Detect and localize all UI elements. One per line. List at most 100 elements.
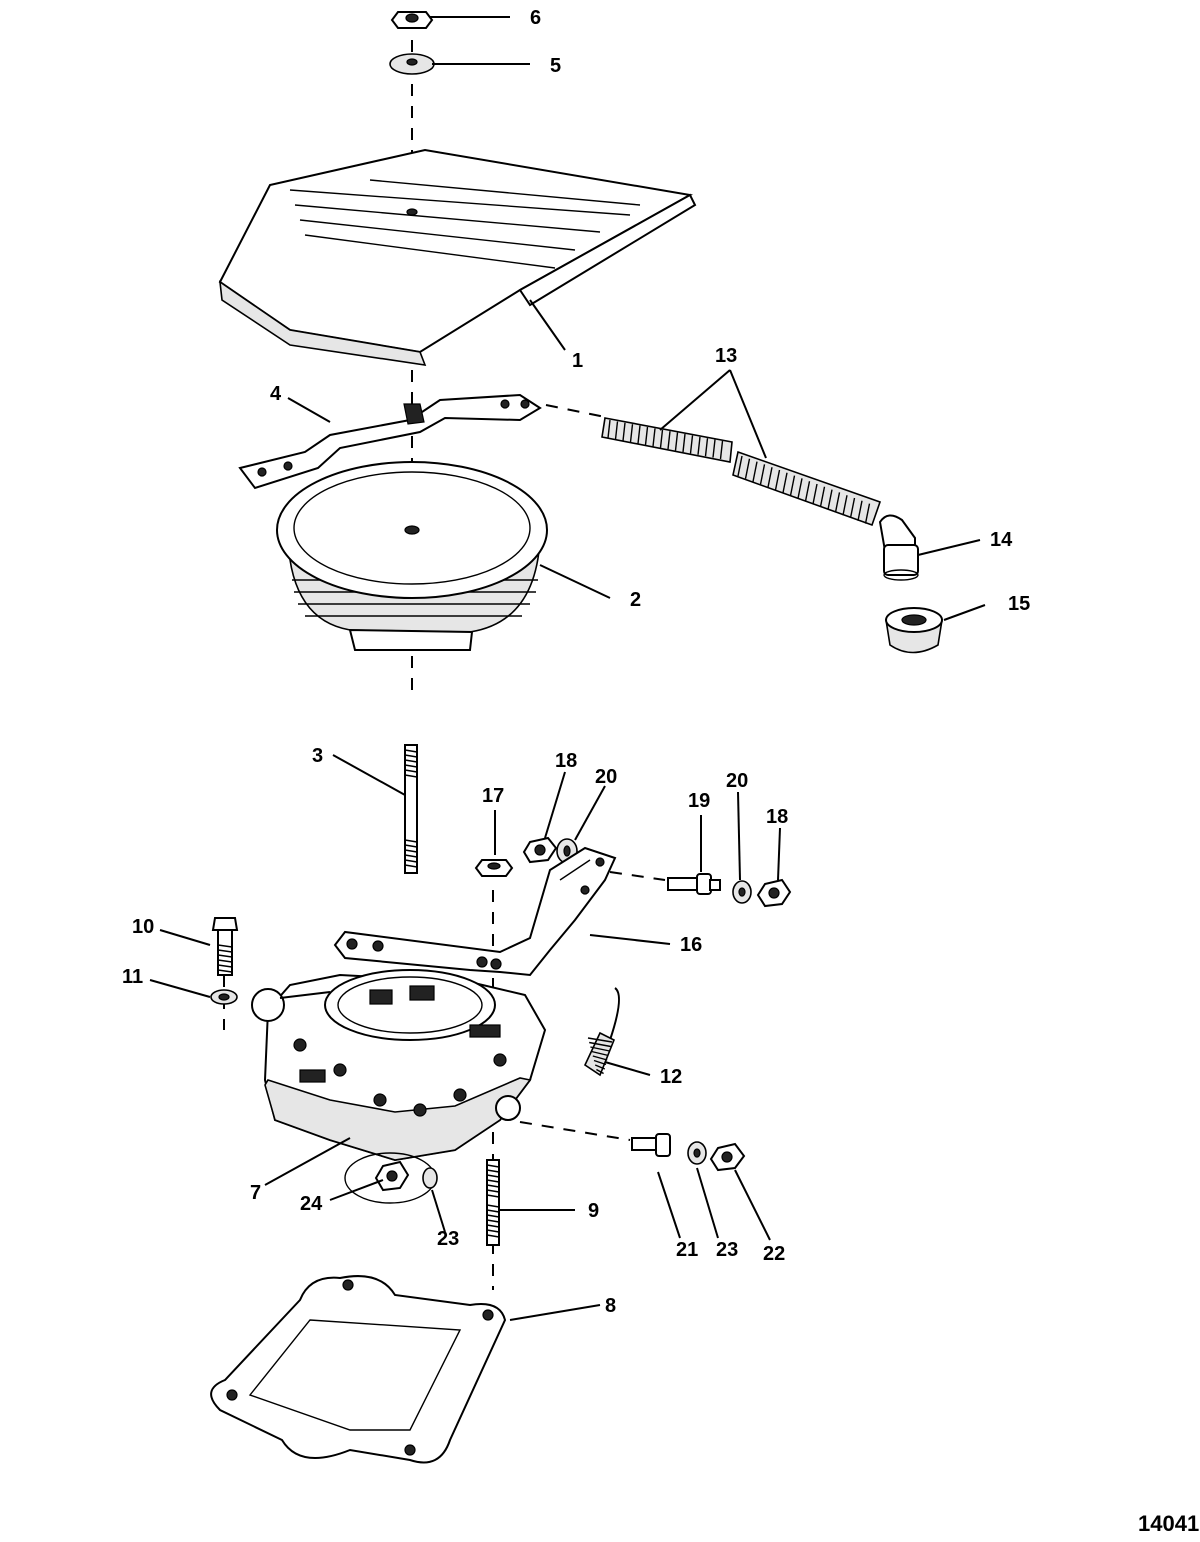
- callout-8: 8: [605, 1295, 616, 1317]
- detail-line: [712, 439, 716, 458]
- detail-line: [804, 481, 811, 502]
- flame-arrestor-part-2: [276, 461, 548, 651]
- detail-line: [614, 421, 619, 440]
- gasket-part-8: [210, 1275, 507, 1464]
- callout-19: 19: [688, 790, 710, 812]
- callout-7: 7: [250, 1182, 261, 1204]
- callout-23-left: 23: [437, 1228, 459, 1250]
- detail-line: [404, 859, 418, 863]
- callout-24: 24: [300, 1193, 323, 1215]
- flame-arrestor-cover-part-1: [218, 148, 697, 366]
- detail-line: [217, 969, 233, 973]
- detail-line: [217, 959, 233, 963]
- detail-line: [217, 964, 233, 968]
- detail-line: [767, 467, 773, 488]
- detail-line: [674, 432, 679, 451]
- hose-part-13: [601, 417, 882, 527]
- detail-line: [217, 949, 233, 953]
- detail-line: [659, 429, 664, 448]
- detail-line: [486, 1184, 500, 1188]
- hose-axis: [545, 404, 611, 419]
- detail-line: [864, 503, 871, 524]
- detail-line: [486, 1169, 500, 1173]
- nut-detail-part-24-23: [344, 1152, 438, 1204]
- detail-line: [697, 436, 701, 455]
- callout-6: 6: [530, 7, 541, 29]
- detail-line: [744, 458, 751, 479]
- stud-axis-lower: [519, 1121, 631, 1141]
- detail-line: [404, 849, 418, 853]
- detail-line: [719, 440, 724, 460]
- detail-line: [486, 1214, 500, 1218]
- nut-part-18-right: [756, 878, 792, 908]
- detail-line: [637, 425, 641, 444]
- detail-line: [607, 419, 611, 439]
- detail-line: [404, 759, 418, 763]
- callout-22: 22: [763, 1243, 785, 1265]
- detail-line: [486, 1204, 500, 1208]
- detail-line: [652, 428, 656, 447]
- callout-labels: 6 5 1 4 2 3 13 14 15 17 18 20 19 20 18 1…: [122, 7, 1199, 1536]
- detail-line: [812, 483, 818, 505]
- detail-line: [404, 769, 418, 773]
- detail-line: [834, 492, 841, 513]
- detail-line: [594, 1064, 606, 1070]
- detail-line: [842, 495, 848, 516]
- detail-line: [789, 475, 796, 496]
- detail-line: [819, 486, 826, 507]
- detail-line: [217, 954, 233, 958]
- stud-part-21: [631, 1133, 671, 1157]
- detail-line: [737, 455, 743, 477]
- detail-line: [622, 422, 626, 441]
- detail-line: [486, 1164, 500, 1168]
- detail-line: [486, 1189, 500, 1193]
- detail-line: [486, 1179, 500, 1183]
- washer-part-23: [687, 1141, 707, 1165]
- throttle-bracket-part-16: [333, 846, 617, 977]
- detail-line: [644, 426, 649, 446]
- stud-part-9: [486, 1159, 500, 1246]
- nut-part-6: [390, 11, 434, 29]
- figure-number: 14041: [1138, 1511, 1199, 1536]
- detail-line: [486, 1194, 500, 1198]
- stud-part-19: [667, 873, 721, 895]
- detail-line: [759, 464, 766, 485]
- detail-line: [629, 424, 634, 443]
- callout-10: 10: [132, 916, 154, 938]
- detail-line: [217, 944, 233, 948]
- callout-18-left: 18: [555, 750, 577, 772]
- callout-14: 14: [990, 529, 1013, 551]
- detail-line: [486, 1229, 500, 1233]
- detail-line: [404, 854, 418, 858]
- callout-5: 5: [550, 55, 561, 77]
- bracket-part-4: [238, 393, 542, 490]
- callout-23-right: 23: [716, 1239, 738, 1261]
- nut-part-17: [474, 859, 514, 877]
- spring-part-12: [583, 987, 620, 1077]
- callout-2: 2: [630, 589, 641, 611]
- callout-16: 16: [680, 934, 702, 956]
- detail-line: [857, 500, 863, 521]
- callout-1: 1: [572, 350, 583, 372]
- washer-part-11: [210, 989, 238, 1005]
- callout-13: 13: [715, 345, 737, 367]
- detail-line: [752, 461, 758, 482]
- detail-line: [774, 469, 781, 491]
- leader-lines: [149, 16, 986, 1321]
- stud-part-3: [404, 744, 418, 874]
- detail-line: [827, 489, 833, 510]
- callout-20-left: 20: [595, 766, 617, 788]
- detail-line: [667, 431, 671, 450]
- detail-line: [404, 844, 418, 848]
- detail-line: [404, 754, 418, 758]
- carburetor-part-7: [251, 969, 547, 1162]
- detail-line: [596, 1068, 604, 1075]
- callout-17: 17: [482, 785, 504, 807]
- callout-3: 3: [312, 745, 323, 767]
- washer-part-5: [389, 53, 435, 75]
- detail-line: [849, 497, 856, 519]
- detail-line: [704, 438, 709, 457]
- detail-line: [486, 1174, 500, 1178]
